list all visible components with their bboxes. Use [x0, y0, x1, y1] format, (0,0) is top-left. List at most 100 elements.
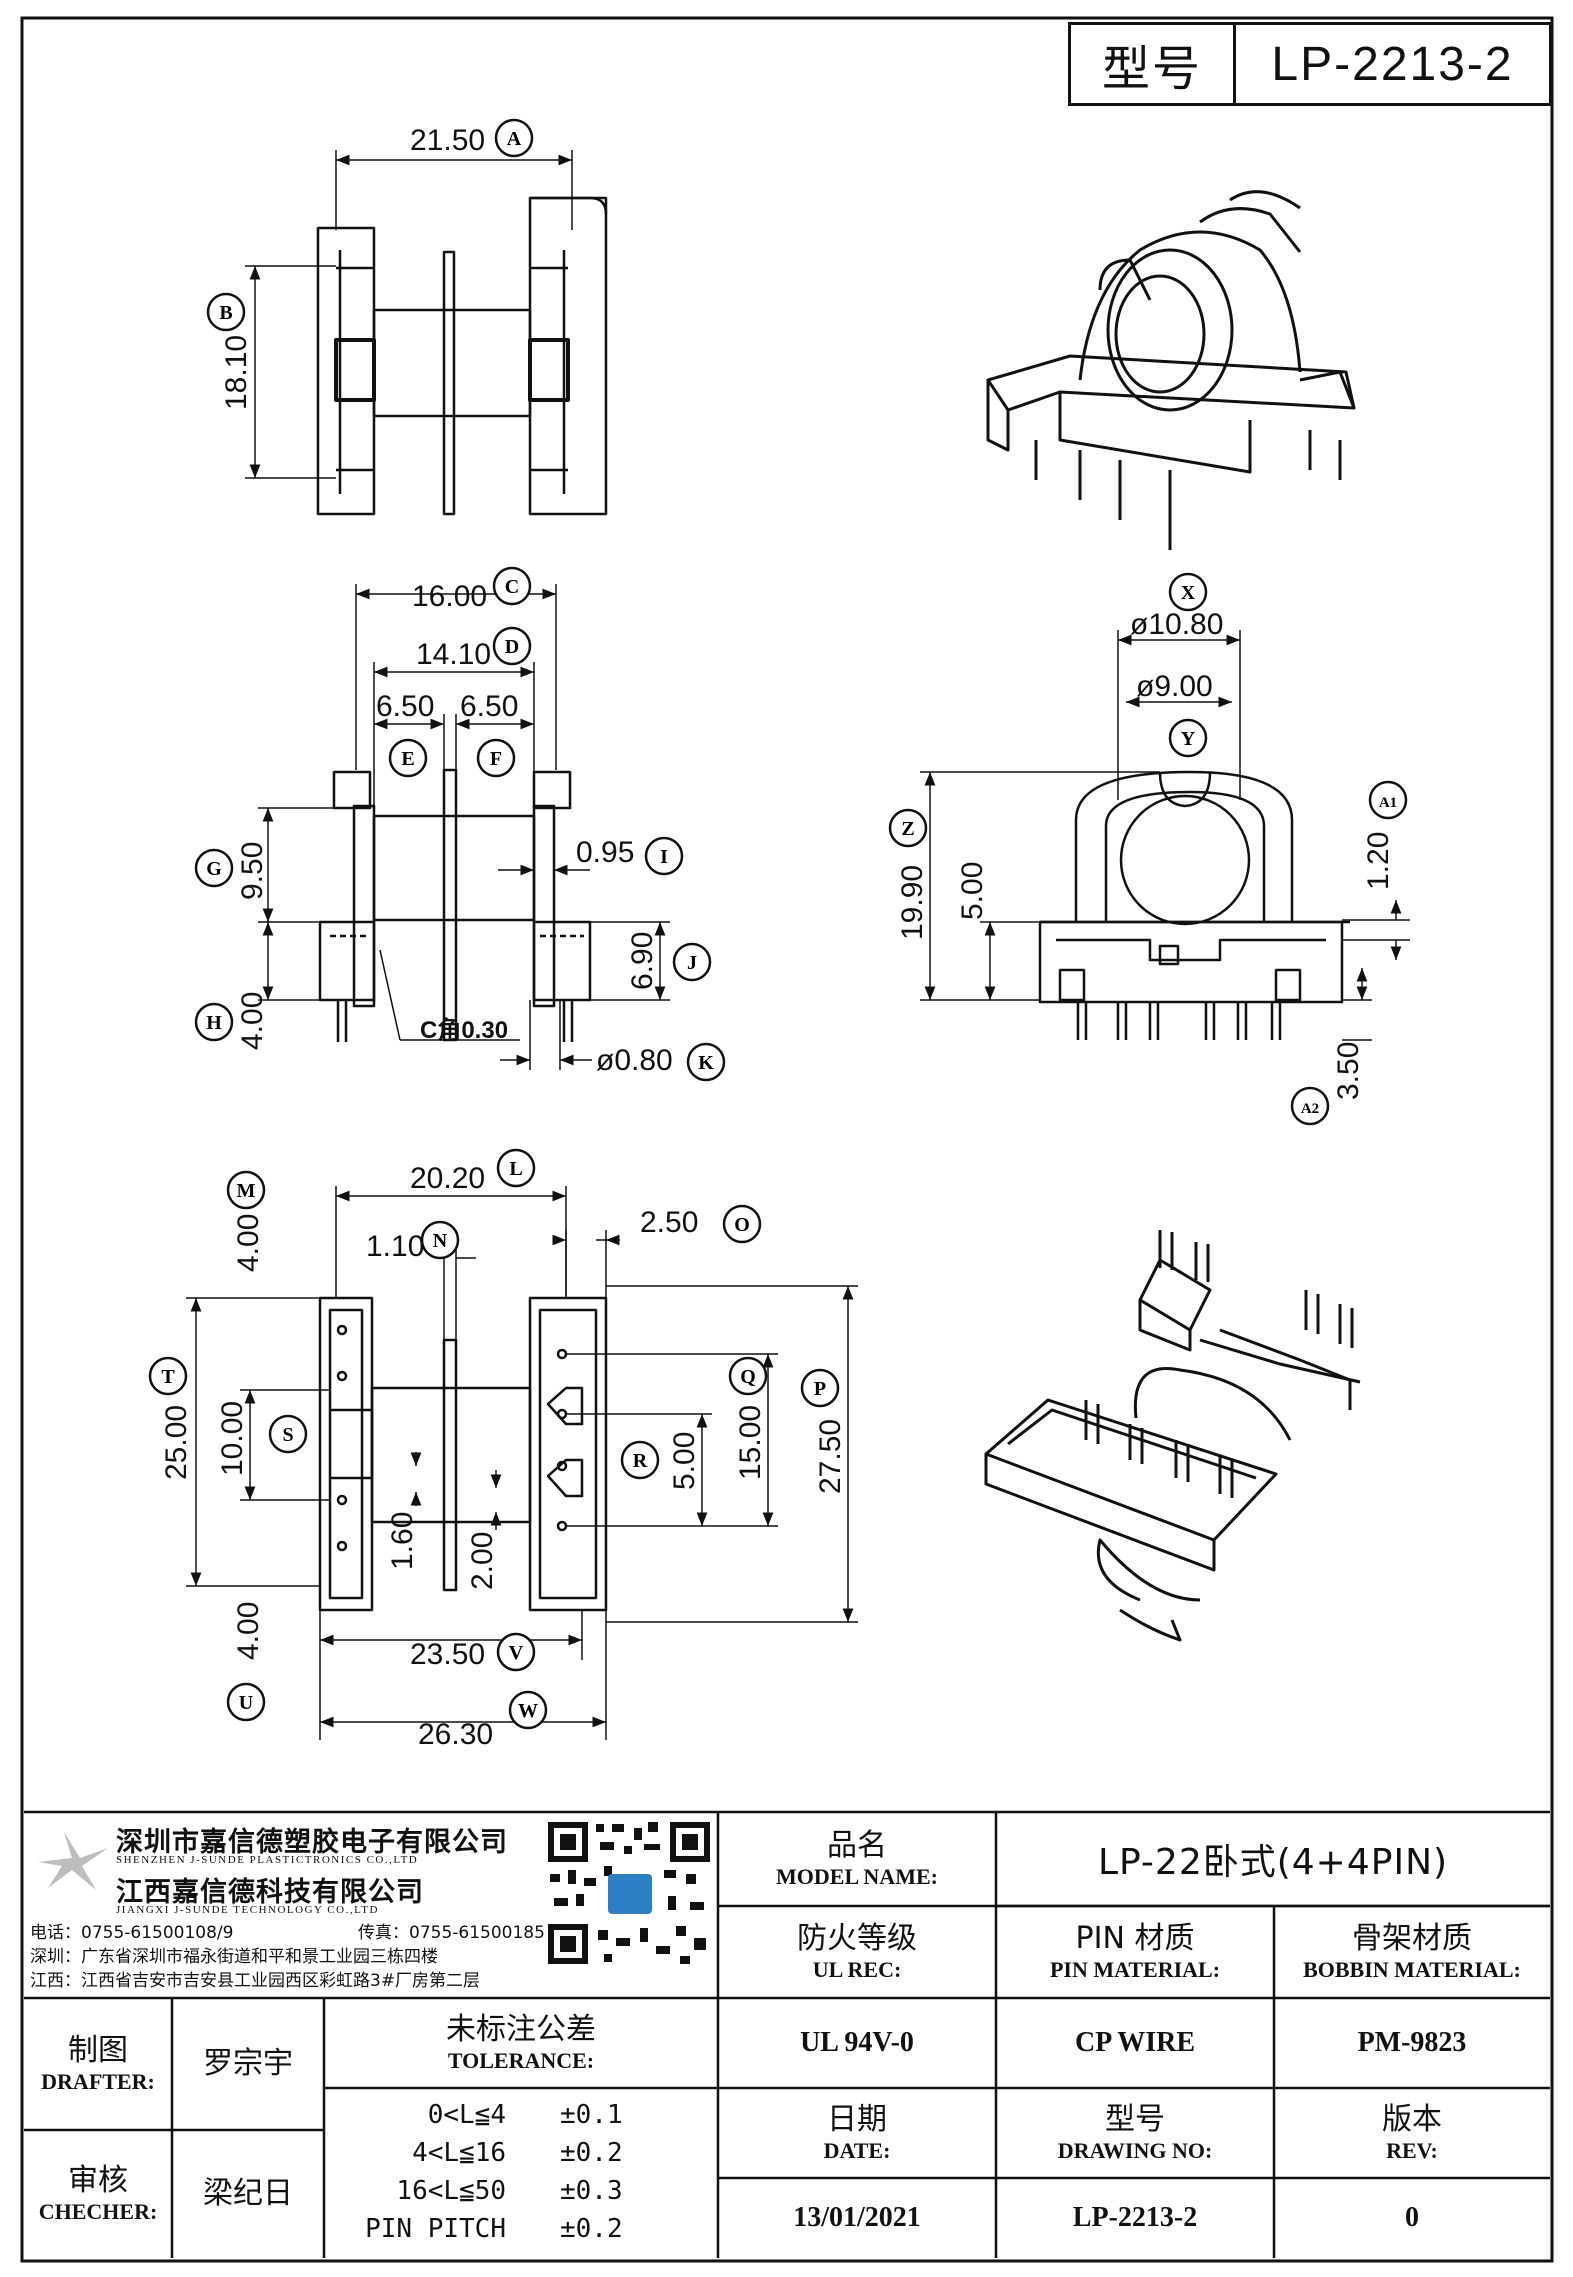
- dim-v: 23.50: [410, 1638, 485, 1671]
- bobbin-material-value: PM-9823: [1357, 2027, 1467, 2058]
- dim-marker-c: C: [492, 566, 532, 606]
- dim-marker-x: X: [1168, 572, 1208, 612]
- company-name-en: SHENZHEN J-SUNDE PLASTICTRONICS CO.,LTD: [116, 1854, 419, 1866]
- dim-marker-s: S: [268, 1414, 308, 1454]
- svg-text:Q: Q: [740, 1366, 756, 1388]
- svg-text:H: H: [206, 1012, 222, 1034]
- model-name-value: LP-22卧式(4+4PIN): [1097, 1842, 1449, 1883]
- company-phone: 电话：0755-61500108/9: [30, 1923, 234, 1943]
- svg-text:L: L: [509, 1158, 522, 1180]
- dim-y: ø9.00: [1136, 670, 1213, 703]
- isometric-view-top: [986, 190, 1356, 550]
- dim-marker-t: T: [148, 1356, 188, 1396]
- dim-marker-a2: A2: [1290, 1086, 1330, 1126]
- svg-text:D: D: [505, 636, 519, 658]
- tolerance-range: 16<L≦50: [396, 2176, 506, 2206]
- dim-l: 20.20: [410, 1162, 485, 1195]
- dim-marker-n: N: [420, 1220, 460, 1260]
- dim-marker-z: Z: [888, 808, 928, 848]
- dim-marker-e: E: [388, 738, 428, 778]
- drafter-value: 罗宗宇: [203, 2046, 293, 2081]
- dim-h: 4.00: [236, 992, 269, 1050]
- drawing-no-header: 型号 DRAWING NO:: [996, 2088, 1274, 2178]
- drawing-no-cn: 型号: [1105, 2102, 1165, 2137]
- date-header: 日期 DATE:: [718, 2088, 996, 2178]
- dim-marker-o: O: [722, 1204, 762, 1244]
- dim-d: 14.10: [416, 638, 491, 671]
- tolerance-value: ±0.3: [560, 2176, 623, 2206]
- dim-marker-b: B: [206, 292, 246, 332]
- date-en: DATE:: [823, 2138, 891, 2163]
- tolerance-range: 4<L≦16: [412, 2138, 506, 2168]
- dim-x: ø10.80: [1130, 608, 1223, 641]
- ul-rec-en: UL REC:: [812, 1957, 902, 1982]
- pin-material-value: CP WIRE: [1074, 2027, 1196, 2058]
- svg-text:O: O: [734, 1214, 750, 1236]
- ul-rec-value: UL 94V-0: [800, 2027, 914, 2058]
- dim-marker-h: H: [194, 1002, 234, 1042]
- rev-header: 版本 REV:: [1274, 2088, 1550, 2178]
- tolerance-table: 0<L≦4 ±0.1 4<L≦16 ±0.2 16<L≦50 ±0.3 PIN …: [324, 2088, 718, 2258]
- company-address-sz: 深圳：广东省深圳市福永街道和平和景工业园三栋四楼: [30, 1947, 438, 1967]
- svg-text:N: N: [433, 1230, 448, 1252]
- header-model-label: 型号: [1071, 25, 1236, 103]
- svg-text:Y: Y: [1181, 728, 1196, 750]
- rev-en: REV:: [1386, 2138, 1438, 2163]
- dim-marker-a1: A1: [1368, 780, 1408, 820]
- tolerance-value: ±0.2: [560, 2214, 623, 2244]
- dim-b: 18.10: [220, 335, 253, 410]
- checker-header: 审核 CHECHER:: [24, 2130, 172, 2258]
- ul-rec-cn: 防火等级: [797, 1921, 917, 1956]
- company2-name-en: JIANGXI J-SUNDE TECHNOLOGY CO.,LTD: [116, 1904, 379, 1916]
- bobbin-material-cn: 骨架材质: [1352, 1921, 1472, 1956]
- ul-rec-header: 防火等级 UL REC:: [718, 1906, 996, 1998]
- tolerance-value: ±0.2: [560, 2138, 623, 2168]
- model-name-en: MODEL NAME:: [776, 1864, 938, 1889]
- svg-text:B: B: [219, 302, 232, 324]
- svg-text:U: U: [239, 1692, 253, 1714]
- dim-marker-f: F: [476, 738, 516, 778]
- company2-name-cn: 江西嘉信德科技有限公司: [116, 1877, 424, 1908]
- dim-a2: 3.50: [1332, 1042, 1365, 1100]
- dim-marker-w: W: [508, 1690, 548, 1730]
- bobbin-material-en: BOBBIN MATERIAL:: [1303, 1957, 1521, 1982]
- drafter-en: DRAFTER:: [41, 2069, 155, 2094]
- tolerance-range: PIN PITCH: [365, 2214, 506, 2244]
- rev-cn: 版本: [1382, 2102, 1442, 2137]
- company-info: 深圳市嘉信德塑胶电子有限公司 SHENZHEN J-SUNDE PLASTICT…: [24, 1812, 718, 1998]
- drawing-no-en: DRAWING NO:: [1057, 2138, 1213, 2163]
- date-cn: 日期: [827, 2102, 887, 2137]
- dim-f: 6.50: [460, 690, 518, 723]
- top-view: [316, 196, 608, 516]
- model-name-header: 品名 MODEL NAME:: [718, 1812, 996, 1906]
- technical-drawing: 21.50 18.10 16.00 14.10 6.50 6.50 9.50 4…: [148, 118, 1410, 1751]
- tolerance-en: TOLERANCE:: [447, 2048, 595, 2073]
- checker-en: CHECHER:: [38, 2199, 158, 2224]
- isometric-view-bottom: [984, 1230, 1361, 1642]
- dim-marker-m: M: [226, 1170, 266, 1210]
- svg-text:W: W: [518, 1700, 538, 1722]
- svg-text:P: P: [814, 1378, 826, 1400]
- svg-text:V: V: [509, 1642, 524, 1664]
- tolerance-range: 0<L≦4: [427, 2100, 506, 2130]
- dim-200: 2.00: [466, 1532, 499, 1590]
- pin-material-cn: PIN 材质: [1075, 1921, 1195, 1956]
- tolerance-cn: 未标注公差: [446, 2012, 596, 2047]
- company-logo: [34, 1828, 112, 1896]
- checker-cn: 审核: [68, 2163, 128, 2198]
- side-view: [1038, 770, 1350, 1040]
- header-model-value: LP-2213-2: [1271, 37, 1514, 91]
- dim-m: 4.00: [232, 1214, 265, 1272]
- company-address-jx: 江西：江西省吉安市吉安县工业园西区彩虹路3#厂房第二层: [30, 1971, 481, 1991]
- dim-u: 4.00: [232, 1602, 265, 1660]
- dim-o: 2.50: [640, 1206, 698, 1239]
- pin-material-en: PIN MATERIAL:: [1049, 1957, 1221, 1982]
- svg-text:F: F: [490, 748, 502, 770]
- rev-value: 0: [1405, 2202, 1419, 2233]
- svg-text:A: A: [507, 128, 522, 150]
- svg-text:X: X: [1181, 582, 1196, 604]
- dim-marker-g: G: [194, 848, 234, 888]
